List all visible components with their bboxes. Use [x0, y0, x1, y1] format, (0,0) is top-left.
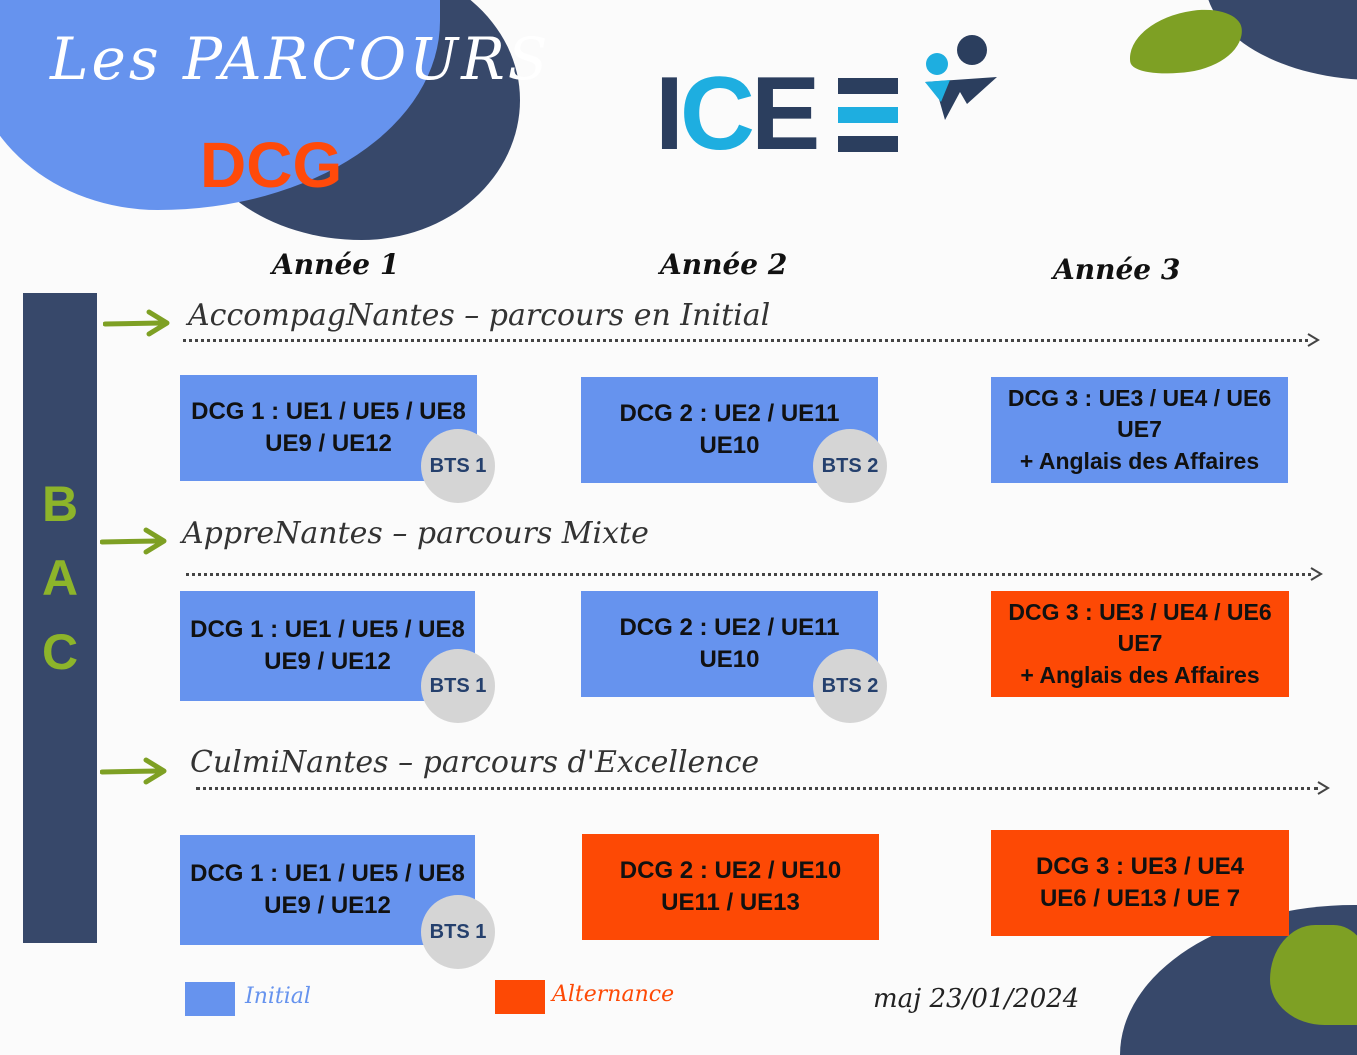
bac-letter: C: [41, 624, 79, 680]
course-box: DCG 1 : UE1 / UE5 / UE8 UE9 / UE12: [180, 591, 475, 701]
course-line: DCG 1 : UE1 / UE5 / UE8: [191, 397, 466, 425]
logo-mark: [838, 78, 898, 152]
bac-letter: B: [41, 476, 79, 532]
bac-bar: B A C: [23, 293, 97, 943]
timeline-dotted-line: [183, 339, 1308, 342]
course-line: UE9 / UE12: [265, 430, 392, 457]
course-line: DCG 3 : UE3 / UE4 / UE6: [1008, 599, 1272, 626]
logo-figure-icon: [925, 35, 997, 120]
legend-swatch-initial: [185, 982, 235, 1016]
timeline-arrowhead-icon: [1317, 781, 1330, 795]
course-line: DCG 3 : UE3 / UE4: [1035, 852, 1245, 880]
decorative-blob: [1124, 4, 1247, 80]
bts-badge: BTS 1: [421, 649, 495, 723]
bts-badge: BTS 2: [813, 649, 887, 723]
timeline-arrowhead-icon: [1310, 567, 1323, 581]
bac-letter: A: [41, 550, 79, 606]
decorative-blob: [1270, 925, 1357, 1025]
legend-swatch-alternance: [495, 980, 545, 1014]
course-line: DCG 2 : UE2 / UE11: [619, 613, 840, 641]
green-arrow-icon: [103, 309, 170, 337]
legend-label-initial: Initial: [245, 984, 311, 1009]
course-line: UE11 / UE13: [661, 889, 800, 916]
page-subtitle: DCG: [200, 129, 343, 201]
green-arrow-icon: [100, 757, 167, 785]
course-line: UE6 / UE13 / UE 7: [1039, 885, 1241, 912]
course-line: DCG 1 : UE1 / UE5 / UE8: [190, 615, 465, 643]
course-line: + Anglais des Affaires: [1020, 661, 1260, 688]
year-header-3: Année 3: [1053, 253, 1181, 286]
course-line: UE9 / UE12: [264, 892, 391, 919]
course-line: UE10: [699, 646, 760, 673]
course-line: UE7: [1117, 630, 1163, 657]
logo: ICE: [655, 56, 820, 172]
course-box: DCG 3 : UE3 / UE4 / UE6 UE7 + Anglais de…: [991, 591, 1289, 697]
timeline-arrowhead-icon: [1307, 333, 1320, 347]
bts-badge: BTS 1: [421, 895, 495, 969]
timeline-dotted-line: [186, 573, 1311, 576]
course-line: DCG 3 : UE3 / UE4 / UE6: [1007, 385, 1272, 412]
track-title-2: AppreNantes – parcours Mixte: [182, 516, 649, 551]
track-title-3: CulmiNantes – parcours d'Excellence: [190, 745, 760, 780]
course-line: + Anglais des Affaires: [1019, 447, 1260, 474]
year-header-2: Année 2: [660, 248, 788, 281]
course-line: UE7: [1117, 416, 1162, 443]
page-title: Les PARCOURS: [50, 25, 551, 93]
course-line: DCG 1 : UE1 / UE5 / UE8: [190, 859, 465, 887]
green-arrow-icon: [100, 527, 167, 555]
course-box: DCG 3 : UE3 / UE4 UE6 / UE13 / UE 7: [991, 830, 1289, 936]
course-line: UE9 / UE12: [264, 648, 391, 675]
legend-label-alternance: Alternance: [552, 982, 675, 1007]
course-box: DCG 1 : UE1 / UE5 / UE8 UE9 / UE12: [180, 375, 477, 481]
course-box: DCG 2 : UE2 / UE10 UE11 / UE13: [582, 834, 879, 940]
course-line: UE10: [699, 432, 760, 459]
course-line: DCG 2 : UE2 / UE10: [619, 856, 842, 884]
course-box: DCG 3 : UE3 / UE4 / UE6 UE7 + Anglais de…: [991, 377, 1288, 483]
bts-badge: BTS 2: [813, 429, 887, 503]
track-title-1: AccompagNantes – parcours en Initial: [188, 298, 771, 333]
update-date: maj 23/01/2024: [873, 984, 1080, 1014]
course-line: DCG 2 : UE2 / UE11: [619, 399, 840, 427]
bts-badge: BTS 1: [421, 429, 495, 503]
year-header-1: Année 1: [272, 248, 400, 281]
timeline-dotted-line: [196, 787, 1318, 790]
